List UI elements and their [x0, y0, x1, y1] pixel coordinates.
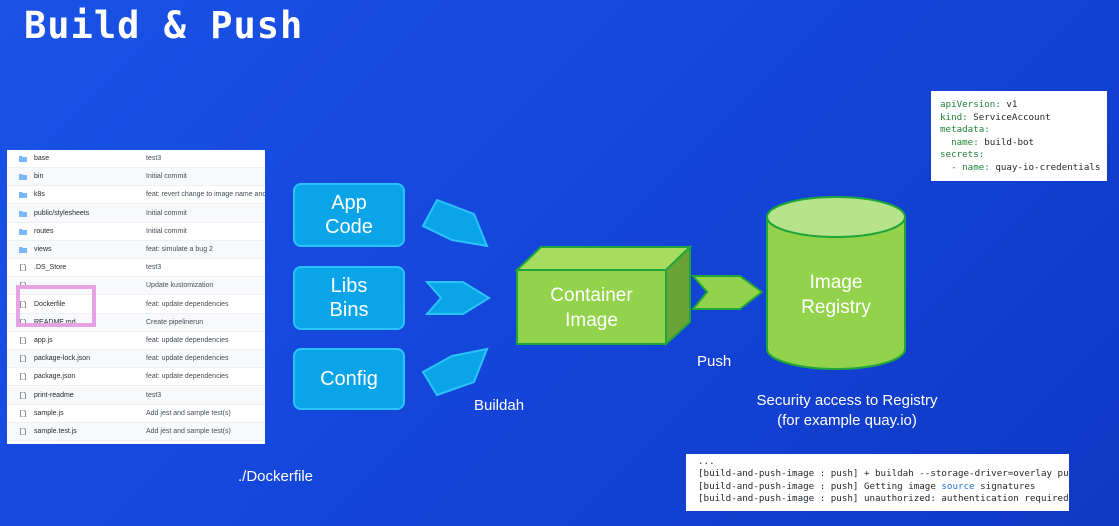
yaml-line: kind: ServiceAccount — [940, 111, 1051, 123]
yaml-line: name: build-bot — [940, 136, 1035, 148]
file-row[interactable]: base test3 — [7, 150, 265, 168]
file-row[interactable]: bin Initial commit — [7, 168, 265, 187]
file-icon — [20, 355, 26, 363]
commit-message[interactable]: Initial commit — [146, 209, 187, 217]
file-icon — [20, 409, 26, 417]
security-access-label: Security access to Registry(for example … — [756, 392, 938, 429]
file-name[interactable]: package-lock.json — [34, 355, 91, 363]
log-line: ... — [698, 456, 715, 467]
commit-message[interactable]: feat: update dependencies — [146, 355, 229, 363]
commit-message[interactable]: Create pipelinerun — [146, 318, 204, 326]
file-name[interactable]: print-readme — [34, 391, 74, 399]
file-row[interactable]: sample.js Add jest and sample test(s) — [7, 405, 265, 423]
file-name[interactable]: views — [34, 246, 52, 253]
config-box: Config — [293, 348, 405, 410]
commit-message[interactable]: Add jest and sample test(s) — [146, 409, 231, 417]
file-name[interactable]: sample.test.js — [34, 428, 77, 435]
file-row[interactable]: .DS_Store test3 — [7, 259, 265, 278]
log-line: [build-and-push-image : push] + buildah … — [698, 468, 1069, 480]
file-row[interactable]: sample.test.js Add jest and sample test(s… — [7, 423, 265, 441]
file-name[interactable]: Dockerfile — [34, 300, 66, 308]
file-name[interactable]: base — [34, 155, 50, 162]
commit-message[interactable]: feat: update dependencies — [146, 300, 229, 308]
commit-message[interactable]: Initial commit — [146, 173, 187, 181]
folder-icon — [19, 192, 27, 199]
file-icon — [20, 391, 26, 399]
log-line: [build-and-push-image : push] Getting im… — [698, 480, 1036, 492]
push-error-log: ...[build-and-push-image : push] + build… — [686, 454, 1069, 511]
file-name[interactable]: app.js — [34, 337, 53, 344]
commit-message[interactable]: Initial commit — [146, 227, 187, 235]
page-title: Build & Push — [24, 4, 304, 47]
yaml-line: - name: quay-io-credentials — [940, 161, 1101, 173]
arrow-config-to-buildah — [421, 347, 489, 397]
folder-icon — [19, 247, 27, 253]
push-label: Push — [697, 353, 732, 370]
commit-message[interactable]: Update kustomization — [146, 282, 214, 290]
commit-message[interactable]: Add jest and sample test(s) — [146, 428, 231, 435]
folder-icon — [19, 174, 27, 181]
file-name[interactable]: README.md — [34, 318, 76, 326]
file-icon — [20, 373, 26, 381]
file-row[interactable]: views feat: simulate a bug 2 — [7, 241, 265, 259]
commit-message[interactable]: test3 — [146, 391, 162, 399]
file-row[interactable]: package-lock.json feat: update dependenci… — [7, 350, 265, 369]
commit-message[interactable]: test3 — [146, 155, 162, 162]
push-arrow — [690, 275, 764, 310]
commit-message[interactable]: feat: update dependencies — [146, 373, 229, 381]
log-line: [build-and-push-image : push] unauthoriz… — [698, 492, 1069, 504]
folder-icon — [19, 210, 27, 217]
file-icon — [20, 264, 26, 272]
commit-message[interactable]: feat: revert change to image name and — [146, 191, 265, 199]
file-name[interactable]: sample.js — [34, 409, 64, 417]
file-icon — [20, 428, 26, 435]
file-name[interactable]: bin — [34, 173, 44, 181]
container-image-cube — [514, 244, 693, 347]
file-row[interactable]: print-readme test3 — [7, 386, 265, 405]
file-row[interactable]: Dockerfile feat: update dependencies — [7, 296, 265, 314]
file-icon — [20, 300, 26, 308]
file-name[interactable]: .DS_Store — [34, 264, 67, 272]
arrow-app-to-buildah — [421, 198, 489, 248]
dockerfile-label: ./Dockerfile — [238, 468, 314, 485]
file-row[interactable]: k8s feat: revert change to image name and — [7, 186, 265, 205]
file-row[interactable]: public/stylesheets Initial commit — [7, 204, 265, 223]
image-registry-cylinder — [766, 196, 906, 370]
yaml-line: apiVersion: v1 — [940, 99, 1018, 110]
file-name[interactable]: public/stylesheets — [34, 209, 90, 217]
commit-message[interactable]: test3 — [146, 264, 162, 272]
folder-icon — [19, 156, 27, 162]
file-name[interactable]: routes — [34, 227, 54, 235]
file-row[interactable]: package.json feat: update dependencies — [7, 368, 265, 387]
commit-message[interactable]: feat: update dependencies — [146, 337, 229, 344]
arrow-libs-to-buildah — [424, 281, 491, 315]
file-name[interactable]: k8s — [34, 191, 45, 199]
yaml-line: metadata: — [940, 124, 990, 136]
file-row[interactable]: routes Initial commit — [7, 223, 265, 241]
file-name[interactable]: package.json — [34, 373, 76, 381]
dockerfile-highlight-box — [16, 285, 96, 327]
yaml-line: secrets: — [940, 149, 985, 161]
file-row[interactable]: app.js feat: update dependencies — [7, 332, 265, 350]
buildah-label: Buildah — [474, 397, 525, 414]
folder-icon — [19, 228, 27, 235]
commit-message[interactable]: feat: simulate a bug 2 — [146, 246, 213, 253]
file-icon — [20, 337, 26, 344]
